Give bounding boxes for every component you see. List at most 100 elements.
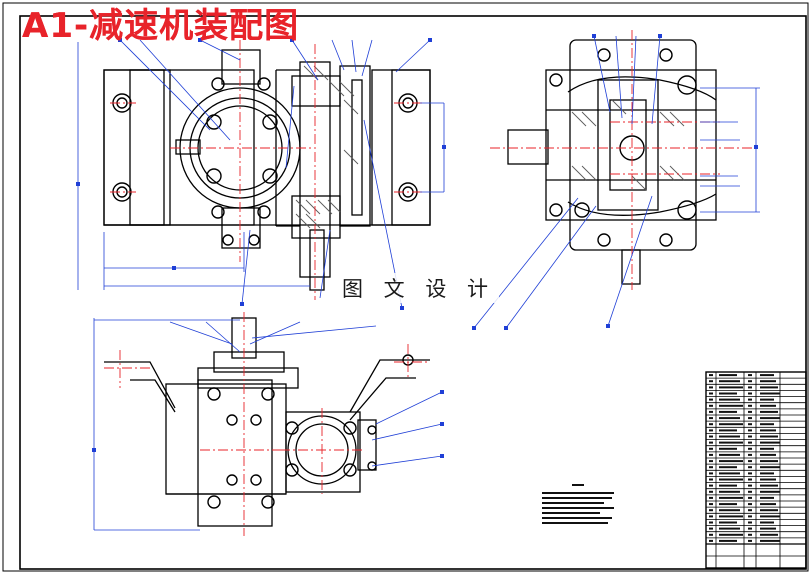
parts-list-cell-mark	[760, 503, 776, 506]
parts-list-cell-mark	[748, 509, 752, 512]
parts-list-cell-mark	[719, 398, 740, 401]
parts-list-cell-mark	[748, 472, 752, 475]
parts-list-cell-mark	[760, 423, 774, 426]
parts-list-cell-mark	[709, 539, 713, 542]
parts-list-cell-mark	[748, 527, 752, 530]
parts-list-cell-mark	[709, 380, 713, 383]
parts-list-cell-mark	[760, 496, 774, 499]
parts-list-cell-mark	[709, 460, 713, 463]
parts-list-cell-mark	[719, 423, 743, 426]
parts-list-cell-mark	[709, 472, 713, 475]
parts-list-cell-mark	[748, 398, 752, 401]
parts-list-cell-mark	[748, 404, 752, 407]
parts-list-cell-mark	[719, 429, 737, 432]
parts-list-table	[705, 371, 807, 569]
parts-list-cell-mark	[760, 392, 780, 395]
parts-list-cell-mark	[709, 509, 713, 512]
parts-list-cell-mark	[760, 435, 778, 438]
parts-list-cell-mark	[748, 380, 752, 383]
front-view-centerlines	[110, 40, 422, 300]
drawing-title: A1-减速机装配图	[22, 6, 300, 46]
parts-list-cell-mark	[760, 460, 778, 463]
parts-list-cell-mark	[760, 466, 780, 469]
parts-list-cell-mark	[719, 472, 740, 475]
parts-list-cell-mark	[709, 478, 713, 481]
parts-list-cell-mark	[719, 441, 743, 444]
parts-list-cell-mark	[760, 472, 774, 475]
side-view-centerlines	[490, 30, 760, 290]
parts-list-cell-mark	[760, 404, 776, 407]
parts-list-cell-mark	[709, 417, 713, 420]
parts-list-cell-mark	[748, 478, 752, 481]
side-view-hatch	[571, 99, 685, 191]
parts-list-cell-mark	[709, 404, 713, 407]
parts-list-cell-mark	[709, 466, 713, 469]
parts-list-cell-mark	[760, 515, 780, 518]
parts-list-cell-mark	[719, 435, 740, 438]
parts-list-cell-mark	[760, 478, 776, 481]
parts-list-cell-mark	[719, 478, 743, 481]
parts-list-cell-mark	[709, 453, 713, 456]
parts-list-cell-mark	[760, 386, 778, 389]
parts-list-cell-mark	[748, 435, 752, 438]
parts-list-cell-mark	[709, 496, 713, 499]
parts-list-cell-mark	[709, 527, 713, 530]
parts-list-cell-mark	[748, 490, 752, 493]
top-view-holes	[207, 354, 414, 509]
parts-list-cell-mark	[760, 539, 780, 542]
parts-list-cell-mark	[748, 533, 752, 536]
parts-list-cell-mark	[719, 496, 743, 499]
parts-list-cell-mark	[709, 447, 713, 450]
parts-list-cell-mark	[719, 509, 740, 512]
parts-list-cell-mark	[760, 380, 776, 383]
parts-list-cell-mark	[748, 460, 752, 463]
parts-list-cell-mark	[709, 423, 713, 426]
parts-list-cell-mark	[719, 404, 743, 407]
parts-list-cell-mark	[719, 410, 737, 413]
parts-list-cell-mark	[709, 490, 713, 493]
parts-list-cell-mark	[719, 380, 740, 383]
parts-list-cell-mark	[709, 386, 713, 389]
parts-list-cell-mark	[760, 398, 774, 401]
parts-list-cell-mark	[719, 539, 737, 542]
parts-list-cell-mark	[709, 515, 713, 518]
parts-list-cell-mark	[748, 374, 752, 377]
top-view-centerlines	[104, 312, 428, 536]
parts-list-cell-mark	[709, 441, 713, 444]
parts-list-cell-mark	[748, 539, 752, 542]
parts-list-cell-mark	[760, 533, 778, 536]
parts-list-cell-mark	[719, 515, 743, 518]
parts-list-cell-mark	[760, 410, 778, 413]
dimension-markers	[76, 34, 758, 458]
parts-list-cell-mark	[719, 527, 740, 530]
parts-list-cell-mark	[748, 453, 752, 456]
parts-list-cell-mark	[748, 386, 752, 389]
parts-list-cell-mark	[760, 417, 780, 420]
parts-list-cell-mark	[719, 453, 740, 456]
parts-list-cell-mark	[719, 533, 743, 536]
parts-list-cell-mark	[760, 527, 776, 530]
parts-list-cell-mark	[760, 484, 778, 487]
parts-list-cell-mark	[719, 460, 743, 463]
parts-list-cell-mark	[748, 410, 752, 413]
parts-list-cell-mark	[760, 447, 774, 450]
parts-list-cell-mark	[760, 441, 780, 444]
parts-list-cell-mark	[748, 392, 752, 395]
parts-list-cell-mark	[709, 435, 713, 438]
parts-list-cell-mark	[719, 521, 737, 524]
parts-list-cell-mark	[760, 490, 780, 493]
parts-list-cell-mark	[748, 466, 752, 469]
parts-list-cell-mark	[748, 484, 752, 487]
parts-list-cell-mark	[719, 417, 740, 420]
parts-list-cell-mark	[760, 521, 774, 524]
parts-list-cell-mark	[748, 503, 752, 506]
side-view-holes	[549, 48, 697, 247]
parts-list-cell-mark	[719, 466, 737, 469]
parts-list-cell-mark	[748, 515, 752, 518]
front-view-hatch	[295, 65, 359, 229]
parts-list-cell-mark	[760, 429, 776, 432]
parts-list-cell-mark	[719, 392, 737, 395]
parts-list-cell-mark	[719, 484, 737, 487]
